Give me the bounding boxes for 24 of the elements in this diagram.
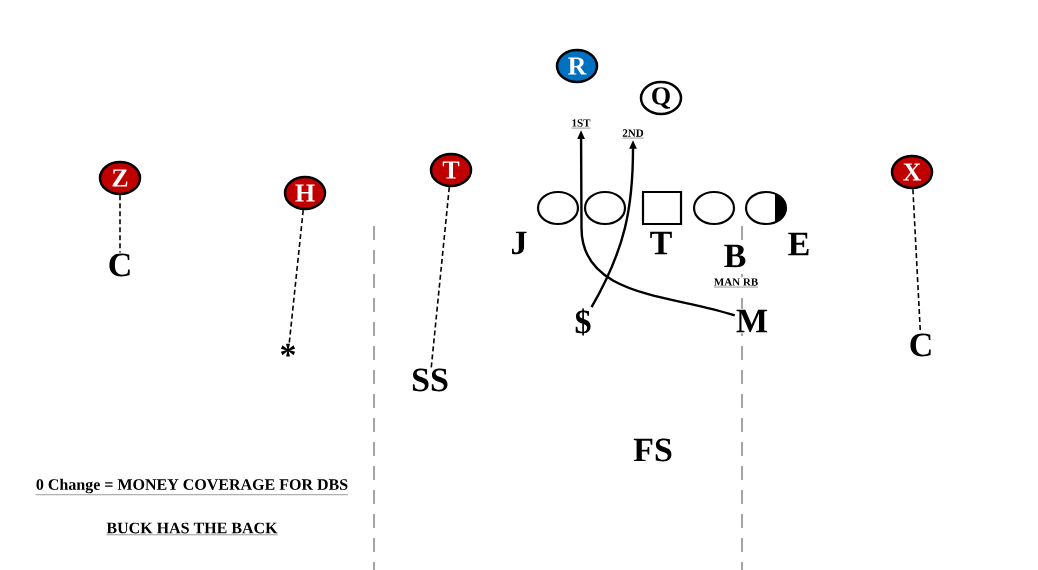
defender-letter: * <box>278 342 298 368</box>
assignment-line <box>288 209 304 344</box>
center-square <box>641 190 683 226</box>
assignment-label: MAN RB <box>712 277 760 289</box>
defender-letter: $ <box>573 307 593 337</box>
route-label: 2ND <box>621 128 645 140</box>
position-letter: B <box>722 243 748 269</box>
position-letter: J <box>509 230 529 256</box>
coverage-note: BUCK HAS THE BACK <box>105 521 279 537</box>
position-letter: T <box>648 230 674 256</box>
defender-letter: C <box>907 332 935 358</box>
player-circle <box>583 190 627 226</box>
assignment-line <box>119 194 121 254</box>
defender-letter: M <box>734 308 770 334</box>
player-circle <box>692 190 736 226</box>
position-letter: E <box>786 231 812 257</box>
coverage-note: 0 Change = MONEY COVERAGE FOR DBS <box>34 477 350 497</box>
defender-letter: C <box>106 252 134 278</box>
player-circle <box>536 190 580 226</box>
defender-letter: SS <box>410 367 450 393</box>
assignment-line <box>430 186 451 369</box>
route-label: 1ST <box>570 118 592 130</box>
player-circle <box>744 190 788 226</box>
position-letter: FS <box>632 437 674 463</box>
